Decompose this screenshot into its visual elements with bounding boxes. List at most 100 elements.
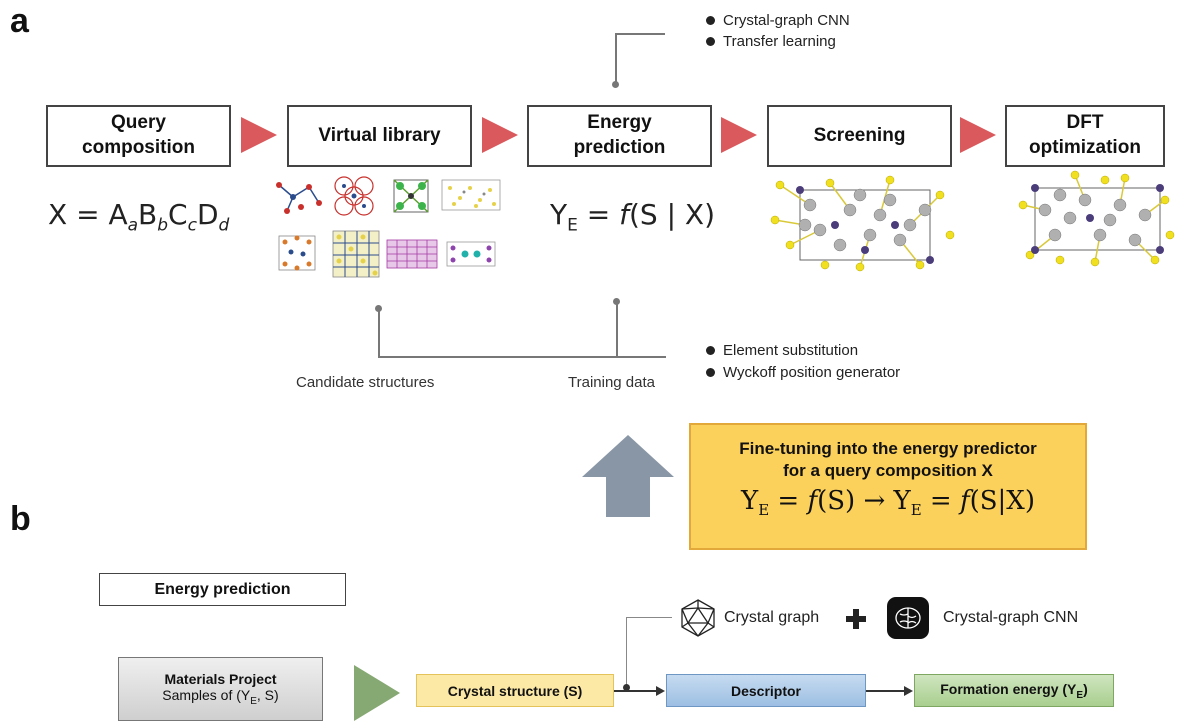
- arrow-head-2: [904, 686, 913, 696]
- candidate-connector-horizontal: [378, 356, 666, 358]
- step-energy-prediction: Energy prediction: [527, 105, 712, 167]
- step-label-5b: optimization: [1029, 137, 1141, 158]
- brain-chip-icon: [887, 597, 929, 639]
- energy-prediction-label-box: Energy prediction: [99, 573, 346, 606]
- finetune-title-line1: Fine-tuning into the energy predictor: [739, 439, 1037, 458]
- descriptor-box: Descriptor: [666, 674, 866, 707]
- formula-sub-d: d: [218, 215, 230, 236]
- step-arrow-2: [482, 117, 518, 153]
- candidate-connector-pin: [375, 305, 382, 312]
- bullet-text: Crystal-graph CNN: [723, 12, 850, 29]
- formula-x-text: X = A: [48, 198, 128, 231]
- step-label-5a: DFT: [1066, 112, 1104, 134]
- formula-B: B: [138, 198, 158, 231]
- formation-sub: E: [1076, 689, 1084, 701]
- formula-D: D: [196, 198, 219, 231]
- formation-energy-label: Formation energy (YE): [940, 681, 1087, 701]
- eq-mid2: (S) →: [817, 486, 894, 517]
- bullet-cgcnn: Crystal-graph CNN: [706, 12, 850, 29]
- finetune-title-line2: for a query composition X: [783, 461, 993, 481]
- crystal-thumb-1: [276, 182, 322, 214]
- eq-mid1: =: [769, 486, 808, 517]
- bullet-element-substitution: Element substitution: [706, 342, 900, 359]
- top-connector-horizontal: [615, 33, 665, 35]
- step-dft-optimization: DFT optimization: [1005, 105, 1165, 167]
- crystal-thumb-8: [446, 241, 496, 267]
- mp-line2: Samples of (Y: [162, 687, 251, 704]
- formation-energy-box: Formation energy (YE): [914, 674, 1114, 707]
- eq-Y1: Y: [741, 486, 759, 517]
- panel-b-letter: b: [10, 500, 31, 538]
- crystal-thumb-5: [278, 235, 316, 271]
- formula-args: (S | X): [628, 198, 716, 231]
- top-connector-pin: [612, 81, 619, 88]
- step-screening: Screening: [767, 105, 952, 167]
- panel-a-letter: a: [10, 2, 29, 40]
- step-label-2: Virtual library: [318, 124, 441, 146]
- formula-C: C: [168, 198, 188, 231]
- eq-sub2: E: [910, 501, 922, 520]
- crystal-thumb-2: [334, 176, 374, 216]
- cgcnn-label: Crystal-graph CNN: [943, 609, 1079, 626]
- bullet-text: Wyckoff position generator: [723, 364, 901, 381]
- eq-f1: f: [807, 486, 818, 517]
- formula-f: f: [619, 198, 629, 231]
- materials-project-box: Materials Project Samples of (YE, S): [118, 657, 323, 721]
- finetune-title: Fine-tuning into the energy predictor fo…: [691, 438, 1085, 482]
- step-query-composition: Query composition: [46, 105, 231, 167]
- step-arrow-4: [960, 117, 996, 153]
- screening-structure: [770, 175, 955, 272]
- bullet-wyckoff: Wyckoff position generator: [706, 364, 900, 381]
- energy-prediction-label: Energy prediction: [154, 580, 291, 598]
- training-connector-vertical: [616, 302, 618, 357]
- formula-eq: =: [577, 198, 620, 231]
- mp-line2-end: , S): [256, 687, 279, 704]
- crystal-graph-connector-vertical: [626, 617, 628, 687]
- crystal-thumb-7: [386, 239, 438, 269]
- step-arrow-3: [721, 117, 757, 153]
- descriptor-label: Descriptor: [730, 682, 802, 699]
- crystal-graph-connector-horizontal: [626, 617, 672, 619]
- eq-sub1: E: [758, 501, 770, 520]
- eq-f2: f: [959, 486, 970, 517]
- arrow-head-1: [656, 686, 665, 696]
- bottom-bullet-list: Element substitution Wyckoff position ge…: [706, 342, 900, 381]
- formula-Y: Y: [550, 198, 568, 231]
- formula-sub-E: E: [567, 215, 578, 236]
- materials-project-title: Materials Project: [164, 671, 277, 688]
- crystal-thumb-3: [393, 179, 429, 213]
- bullet-dot: [706, 368, 715, 377]
- step-virtual-library: Virtual library: [287, 105, 472, 167]
- candidate-connector-vertical: [378, 309, 380, 357]
- b-flow-arrow: [354, 665, 400, 721]
- up-arrow: [582, 435, 674, 517]
- crystal-graph-connector-pin: [623, 684, 630, 691]
- crystal-structure-label: Crystal structure (S): [447, 682, 583, 699]
- arrow-crystal-to-descriptor: [614, 690, 658, 692]
- eq-end: (S|X): [969, 486, 1035, 517]
- bullet-text: Element substitution: [723, 342, 859, 359]
- step-label-3a: Energy: [587, 112, 652, 134]
- crystal-graph-label: Crystal graph: [724, 609, 820, 626]
- bullet-dot: [706, 37, 715, 46]
- eq-Y2: Y: [893, 486, 911, 517]
- step-label-3b: prediction: [573, 137, 666, 158]
- dft-structure: [1018, 170, 1175, 267]
- finetune-equation: YE = f(S) → YE = f(S|X): [691, 486, 1085, 519]
- formation-end: ): [1083, 680, 1088, 697]
- energy-formula: YE = f(S | X): [550, 198, 715, 236]
- step-label-1b: composition: [82, 137, 195, 158]
- crystal-thumb-4: [441, 179, 501, 211]
- formula-sub-b: b: [157, 215, 169, 236]
- icosahedron-icon: [681, 599, 715, 637]
- arrow-descriptor-to-formation: [866, 690, 906, 692]
- crystal-structure-box: Crystal structure (S): [416, 674, 614, 707]
- mp-sub: E: [250, 695, 257, 707]
- bullet-dot: [706, 16, 715, 25]
- plus-icon: [846, 609, 866, 629]
- step-label-1a: Query: [111, 112, 166, 134]
- query-formula: X = AaBbCcDd: [48, 198, 229, 236]
- formula-sub-c: c: [187, 215, 197, 236]
- training-connector-pin: [613, 298, 620, 305]
- caption-candidate-structures: Candidate structures: [296, 374, 435, 391]
